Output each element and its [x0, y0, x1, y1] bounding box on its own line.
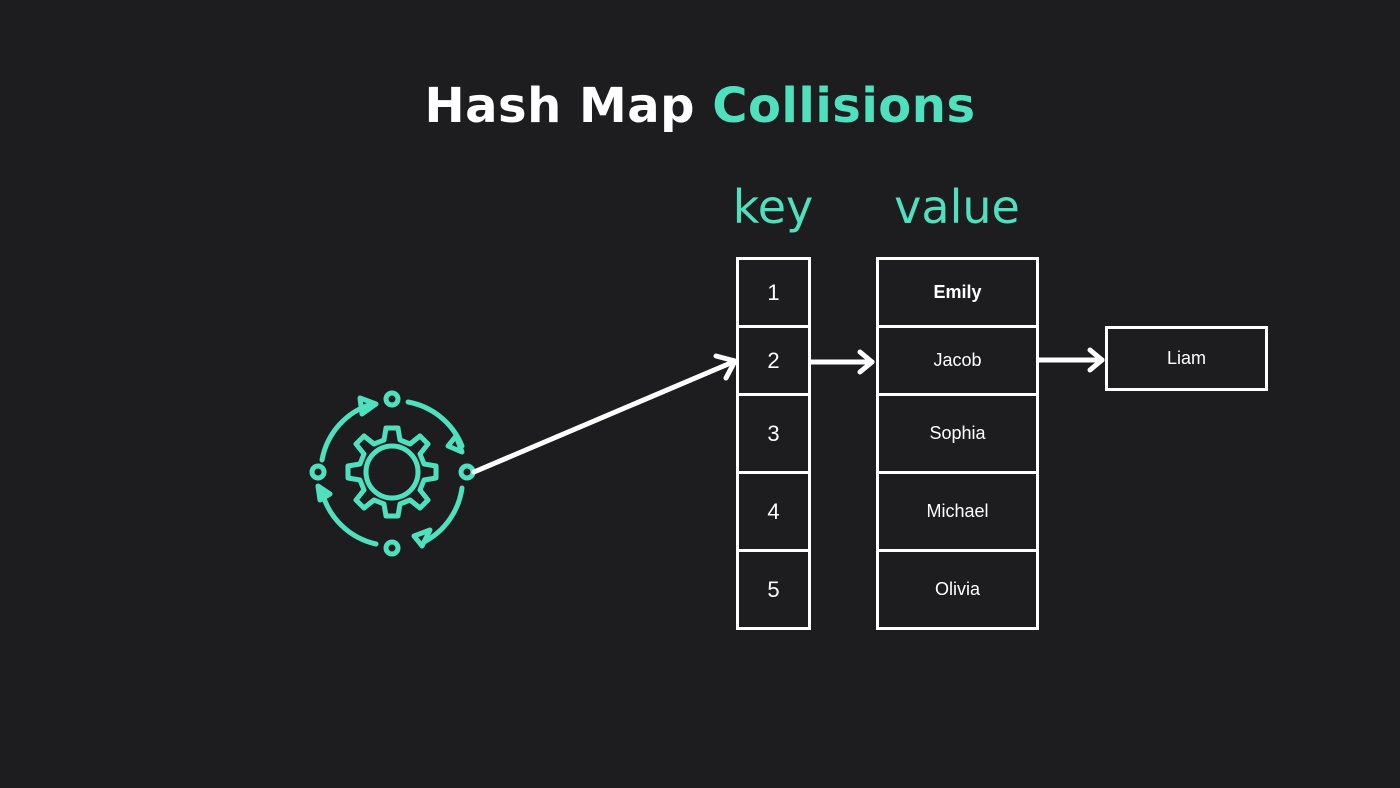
key-column-header: key [732, 180, 814, 234]
key-column: 1 2 3 4 5 [736, 257, 811, 630]
value-cell-5: Olivia [876, 549, 1039, 630]
title-part-hash-map: Hash Map [424, 78, 695, 134]
hash-to-key-arrow [471, 353, 738, 475]
title-part-collisions: Collisions [712, 78, 976, 134]
collision-chain-node: Liam [1105, 326, 1268, 391]
value-column-header: value [894, 180, 1020, 234]
diagram-title: Hash Map Collisions [0, 78, 1400, 134]
key-to-value-arrow [808, 349, 875, 375]
collision-chain-arrow [1036, 347, 1105, 373]
key-cell-5: 5 [736, 549, 811, 630]
gear-cycle-icon [309, 390, 476, 557]
